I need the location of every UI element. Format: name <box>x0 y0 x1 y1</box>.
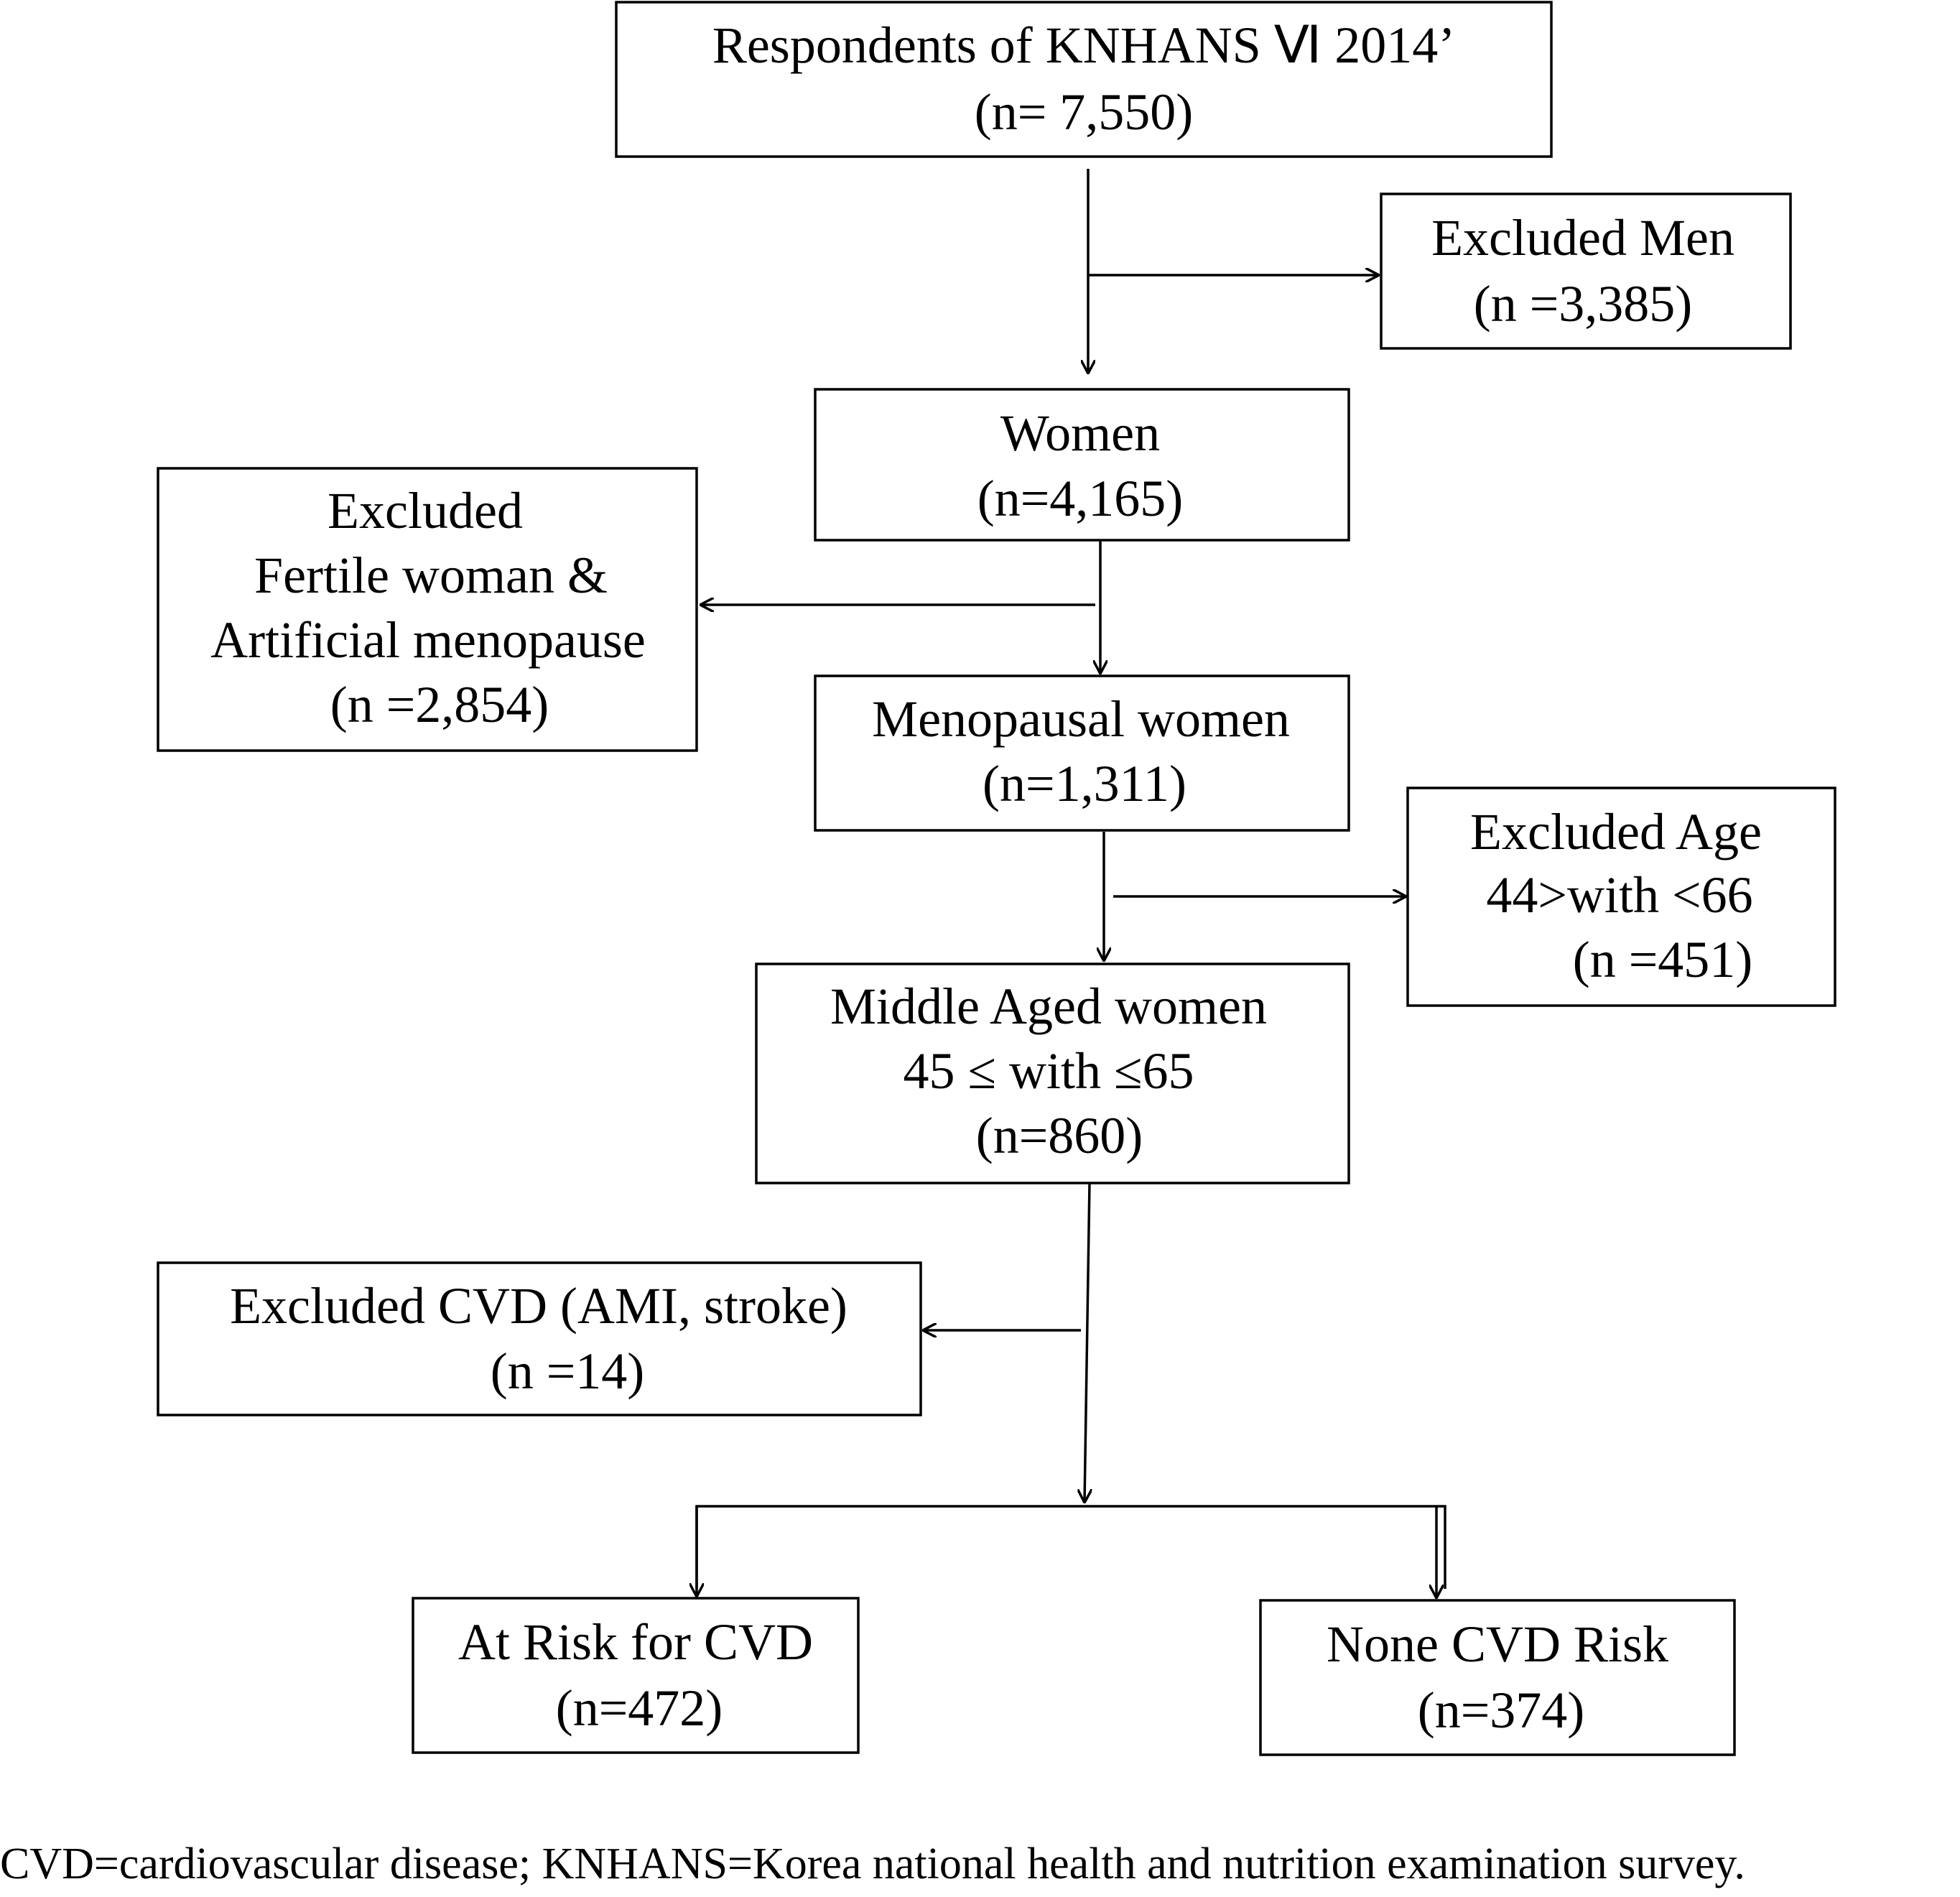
at-risk-title: At Risk for CVD <box>458 1613 813 1671</box>
split-bar <box>695 1505 1446 1589</box>
excluded-fertile-line1: Excluded <box>328 482 523 539</box>
excluded-age-range: 44>with <66 <box>1486 866 1752 924</box>
connectors <box>695 169 1446 1598</box>
menopausal-count: (n=1,311) <box>983 755 1186 812</box>
middle-aged-title: Middle Aged women <box>830 978 1267 1035</box>
excluded-age-count: (n =451) <box>1573 931 1753 988</box>
middle-aged-count: (n=860) <box>976 1107 1143 1164</box>
excluded-fertile-line2: Fertile woman & <box>254 547 608 604</box>
excluded-age-box: Excluded Age 44>with <66 (n =451) <box>1406 787 1836 1007</box>
excluded-fertile-count: (n =2,854) <box>330 676 549 733</box>
middle-aged-range: 45 ≤ with ≤65 <box>903 1042 1194 1100</box>
women-box: Women (n=4,165) <box>814 388 1350 542</box>
excluded-cvd-box: Excluded CVD (AMI, stroke) (n =14) <box>157 1261 922 1416</box>
women-title: Women <box>1000 404 1160 462</box>
excluded-cvd-title: Excluded CVD (AMI, stroke) <box>230 1277 847 1335</box>
excluded-men-count: (n =3,385) <box>1474 275 1693 333</box>
at-risk-box: At Risk for CVD (n=472) <box>412 1597 860 1754</box>
excluded-men-title: Excluded Men <box>1431 209 1734 266</box>
none-risk-box: None CVD Risk (n=374) <box>1259 1599 1736 1756</box>
respondents-box: Respondents of KNHANS Ⅵ 2014’ (n= 7,550) <box>615 1 1553 158</box>
menopausal-title: Menopausal women <box>872 690 1290 748</box>
excluded-cvd-count: (n =14) <box>491 1342 645 1400</box>
menopausal-box: Menopausal women (n=1,311) <box>814 674 1350 832</box>
excluded-men-box: Excluded Men (n =3,385) <box>1380 193 1792 350</box>
none-risk-title: None CVD Risk <box>1327 1615 1668 1673</box>
figure-caption: CVD=cardiovascular disease; KNHANS=Korea… <box>0 1840 1745 1888</box>
excluded-age-title: Excluded Age <box>1470 803 1762 861</box>
women-count: (n=4,165) <box>977 470 1184 527</box>
at-risk-count: (n=472) <box>556 1679 723 1737</box>
excluded-fertile-line3: Artificial menopause <box>210 611 646 669</box>
excluded-fertile-box: Excluded Fertile woman & Artificial meno… <box>157 467 698 752</box>
middle-aged-box: Middle Aged women 45 ≤ with ≤65 (n=860) <box>755 963 1350 1184</box>
arrow-middle-aged-to-split <box>1084 1182 1090 1503</box>
respondents-count: (n= 7,550) <box>975 83 1194 141</box>
respondents-title: Respondents of KNHANS Ⅵ 2014’ <box>712 17 1455 74</box>
none-risk-count: (n=374) <box>1418 1682 1585 1739</box>
